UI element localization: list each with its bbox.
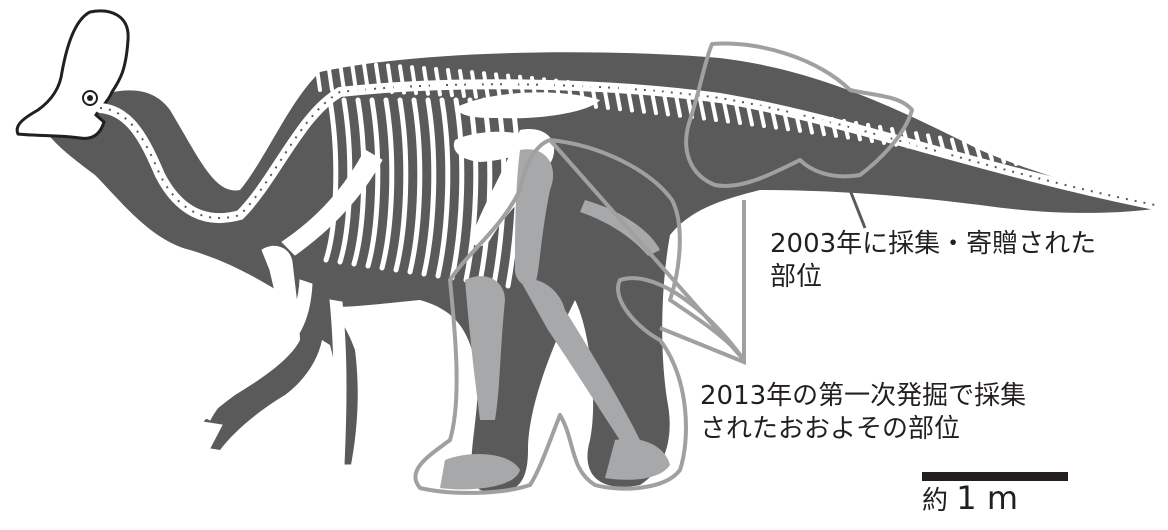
neural-spine <box>1144 177 1148 187</box>
scale-value: 1 m <box>956 479 1018 517</box>
neural-spine <box>1048 158 1052 170</box>
neural-spine <box>1036 156 1040 169</box>
neural-spine <box>1132 175 1136 186</box>
neural-spine <box>1060 160 1064 172</box>
label-2003-line1: 2003年に採集・寄贈された <box>770 228 1096 261</box>
leader-line-2003 <box>850 190 865 228</box>
scale-prefix: 約 <box>922 486 948 516</box>
neural-spine <box>1108 170 1112 181</box>
label-2013-line2: されたおおよその部位 <box>700 413 1026 446</box>
label-2013-excavated-parts: 2013年の第一次発掘で採集 されたおおよその部位 <box>700 380 1026 446</box>
scale-label: 約 1 m <box>922 480 1018 519</box>
label-2013-line1: 2013年の第一次発掘で採集 <box>700 380 1026 413</box>
neural-spine <box>1096 168 1100 179</box>
neural-spine <box>1012 151 1016 164</box>
neural-spine <box>1072 163 1076 175</box>
label-2003-line2: 部位 <box>770 261 1096 294</box>
neural-spine <box>1084 165 1088 177</box>
neural-spine <box>1120 172 1124 183</box>
neural-spine <box>1024 153 1028 166</box>
label-2003-donated-parts: 2003年に採集・寄贈された 部位 <box>770 228 1096 294</box>
